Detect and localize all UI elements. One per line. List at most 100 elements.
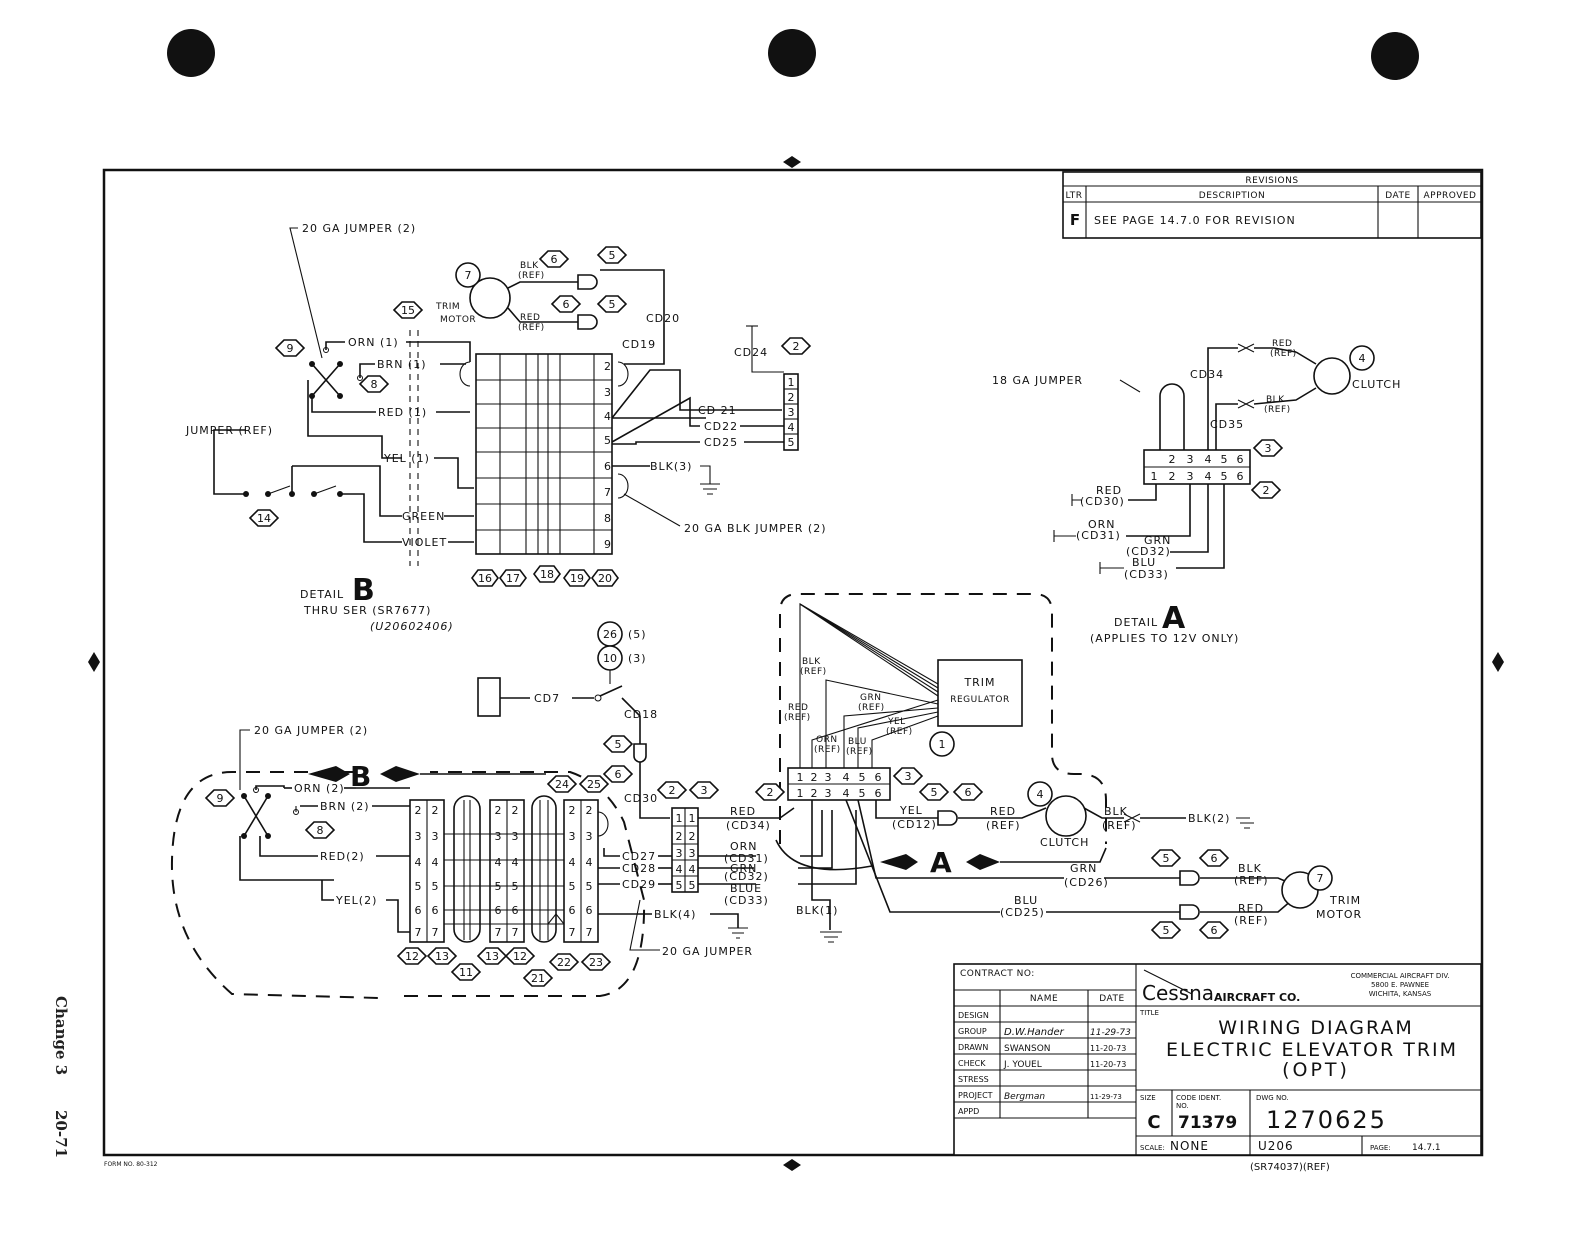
svg-text:3: 3 [569,830,576,843]
svg-text:6: 6 [1237,470,1244,483]
register-mark-right-icon [1492,652,1504,672]
detail-b-pin-9: 9 [604,538,612,551]
svg-text:GROUP: GROUP [958,1027,987,1036]
main-red-ref-2: (REF) [986,819,1021,832]
svg-text:APPD: APPD [958,1107,979,1116]
tb-page-label: PAGE: [1370,1144,1391,1152]
main-reg-grn-1: GRN [860,693,881,703]
main-motor-label-1: TRIM [1329,894,1361,907]
detail-b-switch-crossover [311,363,341,397]
svg-text:4: 4 [1037,788,1044,801]
svg-text:5: 5 [859,787,866,800]
detail-a-red-ref-1: RED [1272,339,1292,349]
detail-b-jumper-top-label: 20 GA JUMPER (2) [302,222,416,235]
register-mark-bottom-icon [783,1159,801,1171]
svg-text:16: 16 [478,572,492,585]
svg-text:4: 4 [676,863,683,876]
svg-text:6: 6 [875,787,882,800]
svg-text:5: 5 [609,249,616,262]
detail-a-blk-ref-1: BLK [1266,395,1285,405]
revisions-heading: REVISIONS [1245,176,1298,186]
svg-text:5: 5 [586,880,593,893]
tb-contract: CONTRACT NO: [960,969,1035,979]
rev-col-date: DATE [1385,191,1410,201]
form-number: FORM NO. 80-312 [104,1161,158,1168]
svg-text:1: 1 [689,812,696,825]
tb-model: U206 [1258,1139,1294,1153]
main-reg-yel-1: YEL [887,717,906,727]
main-cd30: CD30 [624,792,658,805]
main-clutch-icon [1045,795,1087,837]
detail-b-terminal-strip [783,373,799,451]
svg-text:2: 2 [689,830,696,843]
main-reg-blk-1: BLK [802,657,821,667]
svg-text:6: 6 [569,904,576,917]
svg-text:1: 1 [939,738,946,751]
main-marker-b: B [350,760,371,793]
tb-company: AIRCRAFT CO. [1214,991,1300,1004]
svg-text:15: 15 [401,304,415,317]
detail-b-pin-8: 8 [604,512,612,525]
svg-text:17: 17 [506,572,520,585]
main-callouts: 9 8 24 25 6 5 2 3 2 1 3 5 6 4 5 6 7 5 6 … [204,731,1333,987]
detail-b-wire-orn: ORN (1) [348,336,399,349]
svg-text:3: 3 [825,787,832,800]
svg-text:DRAWN: DRAWN [958,1043,988,1052]
svg-text:3: 3 [676,847,683,860]
detail-a-blk-ref-2: (REF) [1264,405,1291,415]
svg-text:4: 4 [432,856,439,869]
svg-text:2: 2 [811,771,818,784]
main-jumper-top: 20 GA JUMPER (2) [254,724,368,737]
tb-page: 14.7.1 [1412,1143,1441,1153]
margin-page-number: 20-71 [52,1110,70,1158]
rev-description: SEE PAGE 14.7.0 FOR REVISION [1094,214,1296,227]
main-callout-10: 10 [603,652,617,665]
main-right-wire-orn-1: ORN [730,840,758,853]
svg-text:3: 3 [689,847,696,860]
main-jumper-bottom: 20 GA JUMPER [662,945,753,958]
main-trim-regulator [937,659,1023,727]
svg-text:7: 7 [495,926,502,939]
detail-a-wire-orn-2: (CD31) [1076,529,1121,542]
detail-b-blk3: BLK(3) [650,460,692,473]
svg-text:3: 3 [512,830,519,843]
detail-a-jumper-loop [1159,383,1185,452]
svg-text:19: 19 [570,572,584,585]
main-reg-blu-1: BLU [848,737,867,747]
detail-a-jumper-label: 18 GA JUMPER [992,374,1083,387]
svg-text:13: 13 [435,950,449,963]
svg-text:3: 3 [1187,453,1194,466]
main-blk4: BLK(4) [654,908,696,921]
svg-text:STRESS: STRESS [958,1075,989,1084]
tb-serial: (SR74037)(REF) [1250,1162,1330,1173]
tb-dwg-label: DWG NO. [1256,1094,1289,1102]
main-code-cd28: CD28 [622,862,656,875]
svg-text:4: 4 [569,856,576,869]
detail-b-wire-red: RED (1) [378,406,427,419]
svg-text:5: 5 [1163,924,1170,937]
svg-text:7: 7 [569,926,576,939]
svg-text:D.W.Hander: D.W.Hander [1004,1027,1065,1038]
main-motor-red-2: (REF) [1234,914,1269,927]
svg-text:Bergman: Bergman [1004,1092,1045,1102]
detail-b-blk-ref-2: (REF) [518,271,545,281]
svg-text:5: 5 [569,880,576,893]
tb-division-2: 5800 E. PAWNEE [1371,981,1429,989]
detail-b-callouts: 7 6 5 6 5 2 15 9 8 14 16 17 18 19 20 [248,246,812,587]
svg-text:5: 5 [615,738,622,751]
svg-text:25: 25 [587,778,601,791]
tb-code-label-1: CODE IDENT. [1176,1094,1221,1102]
detail-b-caption-letter: B [352,573,375,608]
tb-title-line3: (OPT) [1282,1059,1350,1081]
svg-text:2: 2 [1263,484,1270,497]
main-right-wire-grn-1: GRN [730,862,757,875]
detail-b-code-cd20: CD20 [646,312,680,325]
tb-division-1: COMMERCIAL AIRCRAFT DIV. [1351,972,1450,980]
detail-b-connector: 2 3 4 5 6 7 8 9 [475,353,613,555]
detail-a-wire-blu-2: (CD33) [1124,568,1169,581]
main-yel-cd12-2: (CD12) [892,818,937,831]
svg-text:7: 7 [432,926,439,939]
svg-text:4: 4 [415,856,422,869]
